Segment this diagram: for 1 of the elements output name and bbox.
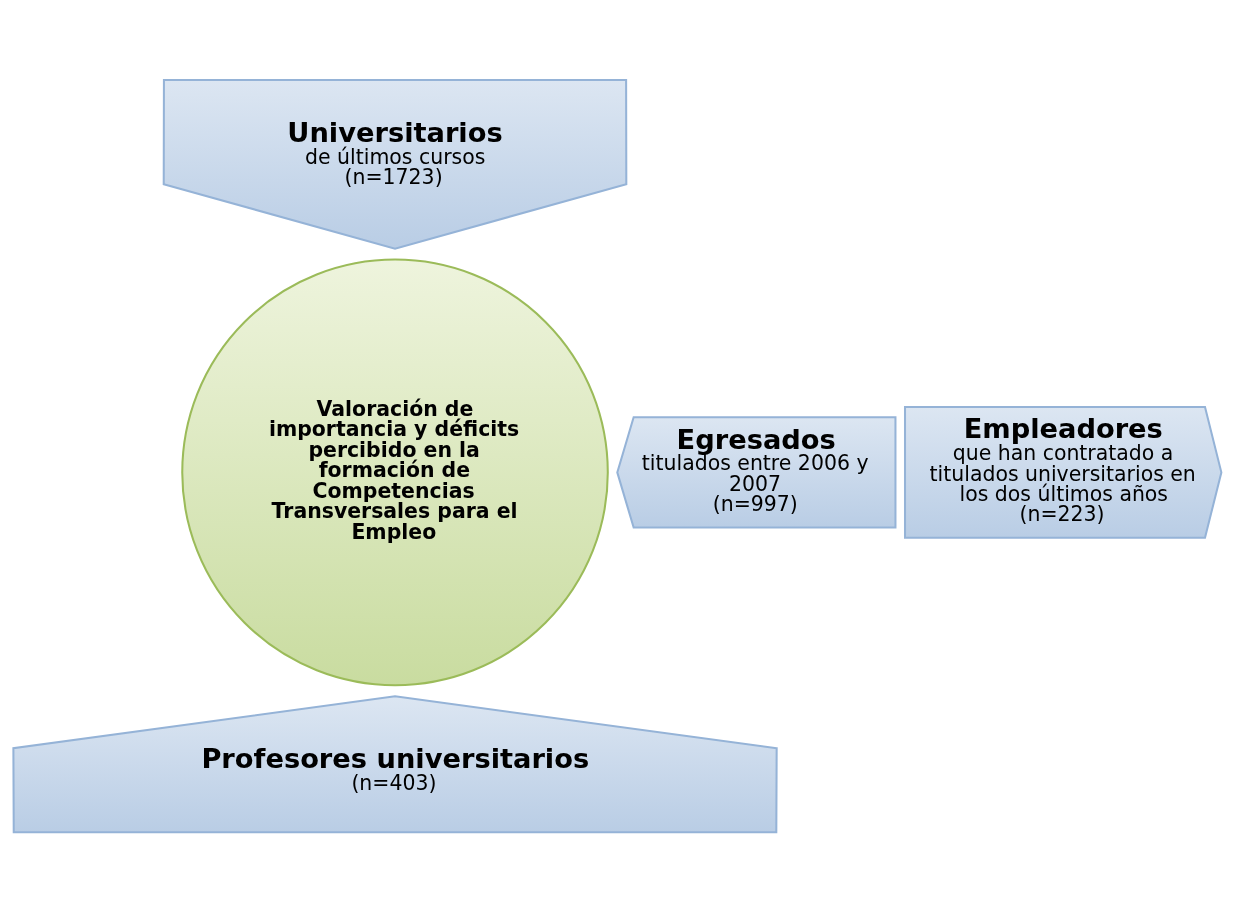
node-circle: Valoración de importancia y déficits percibido en la formación de Competencias Transversales para el Empleo bbox=[181, 258, 609, 686]
